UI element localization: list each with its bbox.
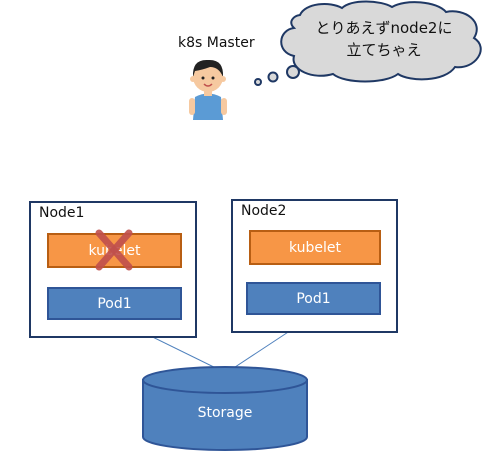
thought-line-1: とりあえずnode2に [315, 19, 453, 37]
x-mark-icon [95, 229, 133, 271]
node1-label: Node1 [39, 205, 85, 221]
node1-pod: Pod1 [47, 287, 182, 320]
node2-kubelet: kubelet [249, 230, 381, 265]
storage-label: Storage [197, 405, 253, 421]
thought-line-2: 立てちゃえ [346, 41, 422, 59]
node2-kubelet-label: kubelet [288, 239, 342, 256]
node2-pod: Pod1 [246, 282, 381, 315]
storage-cylinder [142, 366, 308, 451]
master-label: k8s Master [178, 35, 255, 51]
node1-kubelet: kubelet [47, 233, 182, 268]
node1-pod-label: Pod1 [97, 295, 132, 312]
thought-bubble [254, 0, 482, 86]
node2-pod-label: Pod1 [296, 290, 331, 307]
node2-label: Node2 [241, 203, 287, 219]
person-icon [189, 59, 227, 120]
thought-text: とりあえずnode2に 立てちゃえ [304, 17, 464, 61]
